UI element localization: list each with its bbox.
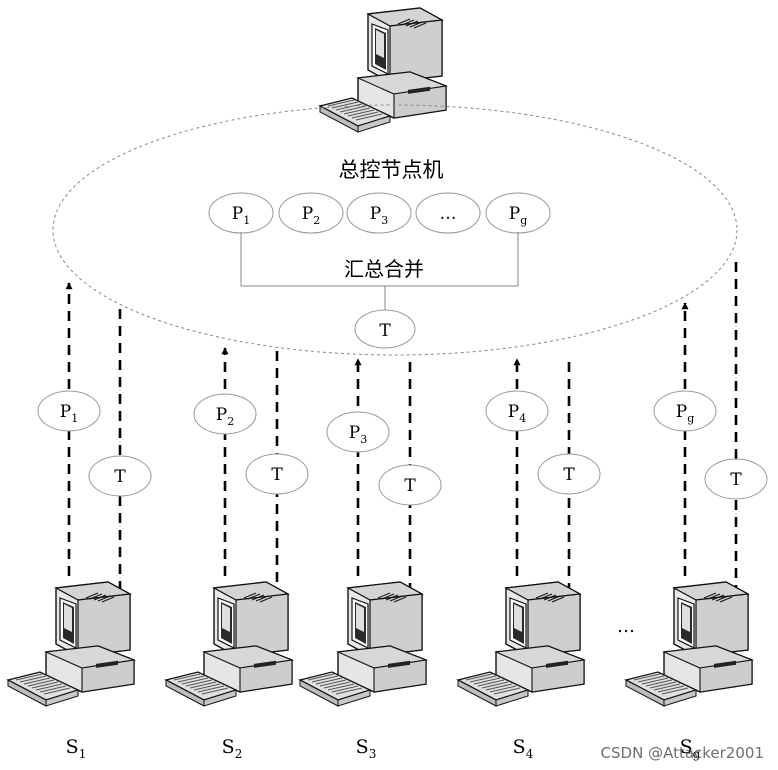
node-label-4: S4 (513, 736, 534, 761)
download-bubble-1 (88, 455, 152, 497)
merge-label: 汇总合并 (344, 257, 424, 281)
worker-computers (7, 581, 753, 707)
upload-bubble-3 (326, 411, 390, 453)
node-label-3: S3 (356, 736, 377, 761)
download-label-3: T (404, 476, 416, 496)
node-label-1-sub: 1 (79, 747, 87, 761)
node-label-2-sub: 2 (235, 747, 243, 761)
upload-label-3-sub: 3 (360, 433, 367, 446)
node-label-1: S1 (66, 736, 87, 761)
partial-label-3-sub: 3 (381, 214, 388, 227)
upload-label-1-base: P (60, 402, 71, 422)
upload-label-1: P1 (60, 402, 78, 425)
upload-label-1-sub: 1 (71, 412, 78, 425)
partial-bubble-4 (415, 192, 481, 234)
more-nodes-ellipsis: … (617, 616, 635, 637)
partial-label-1-base: P (232, 204, 243, 224)
partial-bubble-2 (278, 192, 344, 234)
partial-label-2: P2 (302, 204, 320, 227)
partial-label-3-base: P (370, 204, 381, 224)
download-label-1: T (114, 467, 126, 487)
worker-computer-icon-1 (7, 581, 135, 707)
master-region (52, 104, 738, 356)
upload-label-3-base: P (349, 423, 360, 443)
upload-label-5-base: P (676, 402, 687, 422)
partial-bubble-3 (346, 192, 412, 234)
download-bubble-2 (245, 453, 309, 495)
partial-label-2-base: P (302, 204, 313, 224)
worker-computer-icon-2 (165, 581, 293, 707)
upload-label-4-sub: 4 (519, 412, 526, 425)
node-label-4-sub: 4 (526, 747, 534, 761)
node-label-5-sub: g (693, 747, 701, 761)
node-label-5-base: S (680, 736, 693, 758)
upload-label-4-base: P (508, 402, 519, 422)
node-label-2: S2 (222, 736, 243, 761)
download-bubble-3 (378, 464, 442, 506)
worker-computer-icon-3 (299, 581, 427, 707)
upload-bubble-4 (485, 390, 549, 432)
watermark: CSDN @Attacker2001 (601, 744, 764, 762)
node-label-1-base: S (66, 736, 79, 758)
partial-label-2-sub: 2 (313, 214, 320, 227)
merge-label-bg (328, 254, 440, 282)
partial-label-1: P1 (232, 204, 250, 227)
upload-label-2-base: P (216, 405, 227, 425)
node-label-5: Sg (680, 736, 701, 761)
upload-label-5: Pg (676, 402, 695, 425)
partial-label-5-base: P (509, 204, 520, 224)
download-label-5: T (730, 470, 742, 490)
upload-label-2: P2 (216, 405, 234, 428)
merged-result-label: T (379, 321, 391, 341)
upload-bubble-5 (653, 390, 717, 432)
download-label-2: T (271, 465, 283, 485)
merged-result-bubble (354, 309, 416, 349)
download-label-4: T (563, 465, 575, 485)
upload-bubble-1 (37, 390, 101, 432)
upload-label-4: P4 (508, 402, 526, 425)
partial-label-3: P3 (370, 204, 388, 227)
master-computer-icon (319, 7, 447, 133)
master-title: 总控节点机 (339, 158, 444, 182)
download-bubble-5 (704, 458, 768, 500)
node-label-2-base: S (222, 736, 235, 758)
upload-label-2-sub: 2 (227, 415, 234, 428)
node-label-4-base: S (513, 736, 526, 758)
upload-bubble-2 (193, 393, 257, 435)
node-label-3-base: S (356, 736, 369, 758)
node-label-3-sub: 3 (369, 747, 377, 761)
partial-label-4-base: … (440, 204, 457, 224)
partial-label-4: … (440, 204, 457, 224)
merge-connector (240, 232, 519, 312)
upload-label-3: P3 (349, 423, 367, 446)
worker-computer-icon-4 (457, 581, 585, 707)
partial-label-5: Pg (509, 204, 528, 227)
partial-label-1-sub: 1 (243, 214, 250, 227)
worker-computer-icon-5 (625, 581, 753, 707)
partial-label-5-sub: g (520, 214, 527, 227)
download-bubble-4 (537, 453, 601, 495)
upload-label-5-sub: g (687, 412, 694, 425)
